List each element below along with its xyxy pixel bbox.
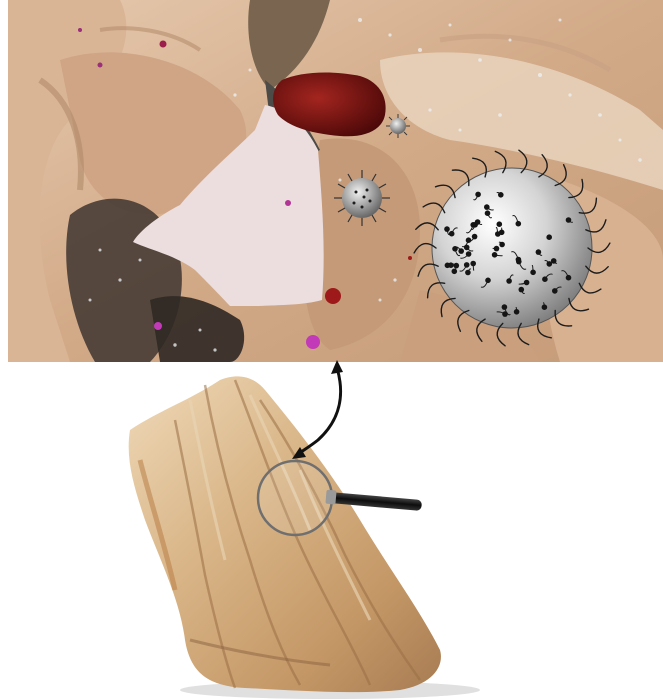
ligand-head (470, 261, 476, 267)
ligand-head (519, 287, 525, 293)
pore-closeup-panel (8, 0, 663, 362)
ligand-head (542, 304, 548, 310)
ligand-head (470, 222, 476, 228)
ligand-head (464, 262, 470, 268)
ligand-head (485, 210, 491, 216)
ligand-head (552, 288, 558, 294)
ligand-head (536, 249, 542, 255)
ligand-head (465, 270, 471, 276)
ligand-head (502, 304, 508, 310)
ligand-head (452, 246, 458, 252)
pink-particle (78, 28, 82, 32)
ligand-head (495, 231, 501, 237)
ligand-head (547, 261, 553, 267)
tiny-nanoparticle-icon (386, 114, 410, 138)
ligand-head (566, 275, 572, 281)
pink-particle (285, 200, 291, 206)
ligand-head (524, 280, 530, 286)
ligand-head (516, 257, 522, 263)
pink-particle (408, 256, 412, 260)
ligand-head (516, 221, 522, 227)
pink-particle (98, 63, 103, 68)
ligand-head (444, 226, 450, 232)
ligand-head (530, 270, 536, 276)
ligand-head (464, 245, 470, 251)
rock-sample-panel (129, 376, 480, 699)
ligand-head (506, 278, 512, 284)
ligand-head (458, 248, 464, 254)
ligand-head (566, 217, 572, 223)
pink-particle (160, 41, 167, 48)
ligand-head (475, 192, 481, 198)
ligand-head (502, 311, 508, 317)
ligand-head (492, 252, 498, 258)
ligand-head (497, 221, 503, 227)
ligand-head (466, 237, 472, 243)
ligand-head (454, 263, 460, 269)
ligand-head (494, 246, 500, 252)
ligand-head (484, 204, 490, 210)
ligand-head (449, 231, 455, 237)
ligand-head (542, 276, 548, 282)
pink-particle (306, 335, 320, 349)
ligand-head (498, 192, 504, 198)
ligand-head (472, 234, 478, 240)
pink-particle (154, 322, 162, 330)
ligand-head (546, 234, 552, 240)
red-particle (325, 288, 341, 304)
ligand-head (452, 269, 458, 275)
ligand-head (514, 309, 520, 315)
ligand-head (445, 263, 451, 269)
ligand-head (485, 278, 491, 284)
ligand-head (466, 251, 472, 257)
ligand-head (499, 242, 505, 248)
